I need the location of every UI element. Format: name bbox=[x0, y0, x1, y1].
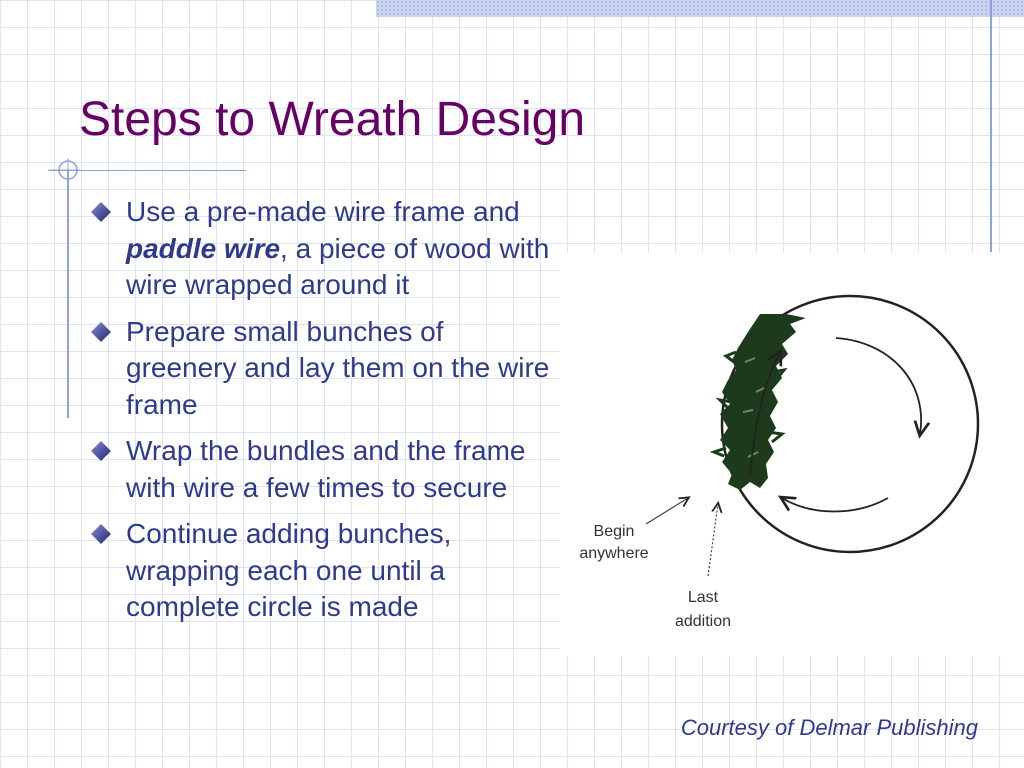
bullet-text: Use a pre-made wire frame and paddle wir… bbox=[126, 196, 550, 300]
bullet-item: Continue adding bunches, wrapping each o… bbox=[90, 516, 550, 626]
slide-title: Steps to Wreath Design bbox=[79, 93, 586, 146]
bullet-list: Use a pre-made wire frame and paddle wir… bbox=[90, 194, 550, 636]
begin-pointer-line bbox=[645, 498, 688, 525]
label-begin-line1: Begin bbox=[594, 523, 635, 540]
top-decorative-band bbox=[376, 0, 1024, 17]
wreath-diagram: Begin anywhere Last addition bbox=[579, 294, 980, 630]
right-accent-line bbox=[990, 0, 992, 252]
label-begin-line2: anywhere bbox=[579, 545, 648, 562]
bullet-emphasis: paddle wire bbox=[126, 232, 281, 264]
bullet-text: Prepare small bunches of greenery and la… bbox=[126, 315, 550, 420]
curved-arrow-icon bbox=[835, 337, 921, 434]
bullet-text: Continue adding bunches, wrapping each o… bbox=[126, 518, 452, 622]
bullet-item: Prepare small bunches of greenery and la… bbox=[90, 314, 550, 424]
title-accent-line bbox=[48, 170, 246, 171]
wreath-diagram-panel: Begin anywhere Last addition bbox=[560, 252, 1024, 656]
credit-text: Courtesy of Delmar Publishing bbox=[680, 715, 978, 740]
wire-frame-circle bbox=[720, 294, 980, 554]
curved-arrow-icon bbox=[749, 352, 780, 477]
left-accent-line bbox=[67, 170, 69, 418]
label-last-line1: Last bbox=[688, 589, 719, 606]
bullet-text: Wrap the bundles and the frame with wire… bbox=[126, 435, 526, 503]
last-pointer-line bbox=[707, 504, 718, 577]
bullet-item: Wrap the bundles and the frame with wire… bbox=[90, 433, 550, 506]
bullet-item: Use a pre-made wire frame and paddle wir… bbox=[90, 194, 550, 304]
label-last-line2: addition bbox=[675, 613, 731, 630]
greenery-bundle-icon bbox=[709, 314, 806, 490]
diamond-bullet-icon bbox=[90, 433, 126, 469]
diamond-bullet-icon bbox=[90, 194, 126, 230]
corner-ornament-icon bbox=[50, 158, 80, 188]
diamond-bullet-icon bbox=[90, 314, 126, 350]
curved-arrow-icon bbox=[782, 498, 889, 513]
diamond-bullet-icon bbox=[90, 516, 126, 552]
